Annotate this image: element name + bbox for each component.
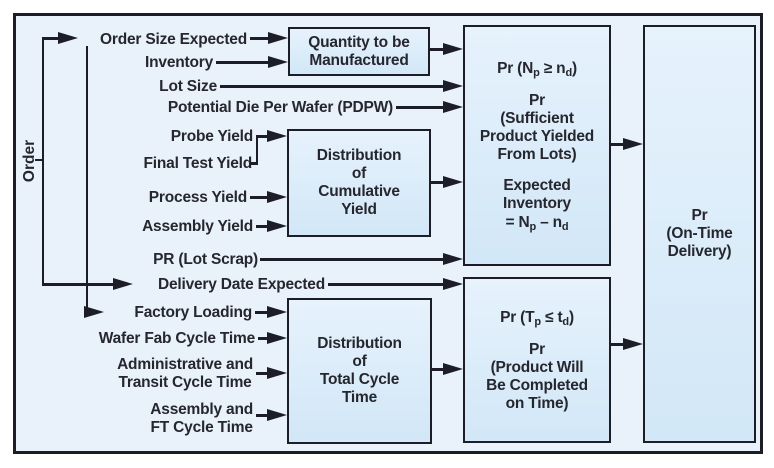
formula-pr-np-sub2: d — [565, 66, 572, 79]
arrowhead-order-size — [268, 32, 288, 44]
formula-pr-tp-mid: ≤ t — [540, 308, 563, 326]
line-to-order-size — [42, 37, 58, 40]
box-pr-sufficient-label: Pr (Sufficient Product Yielded From Lots… — [479, 91, 595, 163]
line-cycle-to-timepr — [432, 368, 443, 371]
order-branch-line-2 — [86, 46, 88, 313]
arrowhead-to-order-size — [58, 32, 78, 44]
line-pr-to-otd — [611, 143, 623, 146]
input-label-pdpw: Potential Die Per Wafer (PDPW) — [167, 99, 393, 116]
line-probe-yield — [256, 135, 267, 138]
arrowhead-assembly-yield — [267, 220, 287, 232]
formula-pr-np-mid: ≥ n — [539, 59, 566, 77]
input-label-admin-transit-cycle-time: Administrative and Transit Cycle Time — [117, 356, 253, 391]
line-pr-lot-scrap — [260, 258, 443, 261]
arrowhead-admin-transit — [267, 367, 287, 379]
line-to-delivery-date — [42, 283, 113, 286]
order-label: Order — [21, 139, 38, 183]
input-label-assembly-ft-cycle-time: Assembly and FT Cycle Time — [150, 401, 253, 436]
arrowhead-cycle-to-timepr — [443, 363, 463, 375]
arrowhead-factory-loading-in — [267, 306, 287, 318]
formula-ei-mid: – n — [536, 213, 562, 231]
line-admin-transit — [256, 372, 267, 375]
arrowhead-to-delivery-date — [113, 278, 133, 290]
box-pr-completed-on-time: Pr (Tp ≤ td) Pr (Product Will Be Complet… — [463, 277, 611, 443]
line-final-test-yield — [250, 162, 258, 165]
arrowhead-probe-yield — [267, 130, 287, 142]
arrowhead-timepr-to-otd — [623, 338, 643, 350]
box-quantity-label: Quantity to be Manufactured — [308, 33, 410, 69]
formula-pr-tp-sub1: p — [534, 315, 541, 328]
line-pdpw — [396, 106, 443, 109]
arrowhead-process-yield — [267, 191, 287, 203]
input-label-probe-yield: Probe Yield — [170, 128, 253, 145]
arrowhead-to-factory-loading — [84, 306, 104, 318]
yield-bracket-line — [256, 135, 258, 165]
input-label-factory-loading: Factory Loading — [134, 304, 252, 321]
formula-ei-sub1: p — [529, 220, 537, 233]
box-total-cycle-label: Distribution of Total Cycle Time — [317, 335, 402, 406]
input-label-process-yield: Process Yield — [148, 189, 247, 206]
formula-pr-np-pre: Pr (N — [497, 59, 534, 77]
arrowhead-assembly-ft — [267, 409, 287, 421]
formula-pr-np-post: ) — [571, 59, 577, 77]
expected-inventory-label: Expected Inventory — [503, 176, 571, 212]
arrowhead-delivery-date-long — [443, 278, 463, 290]
line-timepr-to-otd — [611, 343, 623, 346]
arrowhead-lot-size — [443, 80, 463, 92]
input-label-delivery-date-expected: Delivery Date Expected — [157, 276, 325, 293]
input-label-assembly-yield: Assembly Yield — [142, 218, 253, 235]
arrowhead-pr-to-otd — [623, 138, 643, 150]
line-delivery-date-long — [328, 283, 443, 286]
formula-pr-np: Pr (Np ≥ nd) — [497, 59, 577, 79]
line-process-yield — [250, 196, 267, 199]
line-wafer-fab — [258, 337, 267, 340]
arrowhead-inventory — [268, 56, 288, 68]
formula-pr-tp-post: ) — [568, 308, 574, 326]
box-pr-sufficient-product: Pr (Np ≥ nd) Pr (Sufficient Product Yiel… — [463, 25, 611, 266]
formula-expected-inventory: = Np – nd — [503, 213, 571, 233]
box-distribution-total-cycle-time: Distribution of Total Cycle Time — [287, 298, 432, 444]
input-label-wafer-fab-cycle-time: Wafer Fab Cycle Time — [98, 330, 255, 347]
formula-pr-tp-sub2: d — [562, 315, 569, 328]
order-tick-line — [35, 159, 42, 161]
line-inventory — [216, 61, 268, 64]
arrowhead-pr-lot-scrap — [443, 253, 463, 265]
line-quantity-to-pr — [430, 48, 443, 51]
input-label-lot-size: Lot Size — [159, 78, 217, 95]
line-order-size — [250, 37, 268, 40]
formula-pr-np-sub1: p — [533, 66, 540, 79]
input-label-order-size-expected: Order Size Expected — [100, 31, 247, 48]
input-label-final-test-yield: Final Test Yield — [143, 155, 253, 172]
expected-inventory-group: Expected Inventory = Np – nd — [503, 177, 571, 233]
arrowhead-cumyield-to-pr — [443, 176, 463, 188]
box-distribution-cumulative-yield: Distribution of Cumulative Yield — [287, 129, 431, 237]
input-label-pr-lot-scrap: PR (Lot Scrap) — [153, 251, 258, 268]
box-pr-on-time-label: Pr (Product Will Be Completed on Time) — [486, 340, 588, 412]
box-pr-on-time-delivery: Pr (On-Time Delivery) — [643, 25, 756, 443]
box-quantity-to-be-manufactured: Quantity to be Manufactured — [288, 27, 430, 76]
line-factory-loading-in — [255, 311, 267, 314]
formula-pr-tp: Pr (Tp ≤ td) — [500, 308, 574, 328]
line-assembly-ft — [256, 414, 267, 417]
arrowhead-quantity-to-pr — [443, 43, 463, 55]
arrowhead-wafer-fab — [267, 332, 287, 344]
formula-pr-tp-pre: Pr (T — [500, 308, 535, 326]
box-otd-label: Pr (On-Time Delivery) — [666, 207, 733, 260]
formula-ei-pre: = N — [505, 213, 530, 231]
arrowhead-pdpw — [443, 101, 463, 113]
input-label-inventory: Inventory — [145, 54, 213, 71]
line-lot-size — [220, 85, 443, 88]
formula-ei-sub2: d — [561, 220, 569, 233]
line-assembly-yield — [256, 225, 267, 228]
box-cumulative-yield-label: Distribution of Cumulative Yield — [316, 147, 402, 218]
order-branch-line-1 — [42, 37, 44, 285]
line-cumyield-to-pr — [430, 181, 443, 184]
